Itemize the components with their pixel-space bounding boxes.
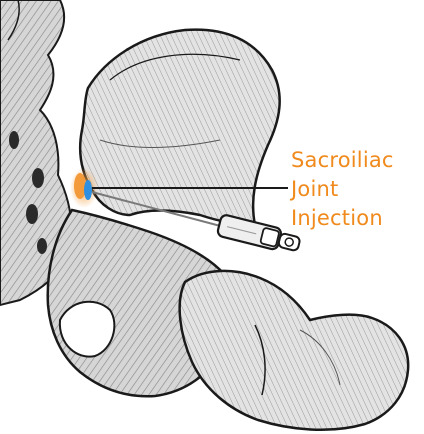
syringe-icon: [217, 214, 302, 255]
label-line-1: Sacroiliac: [291, 146, 421, 175]
label-line-3: Injection: [291, 204, 421, 233]
procedure-label: Sacroiliac Joint Injection: [291, 146, 421, 233]
label-line-2: Joint: [291, 175, 421, 204]
femur-bone: [180, 271, 409, 430]
ilium-bone: [80, 30, 280, 225]
